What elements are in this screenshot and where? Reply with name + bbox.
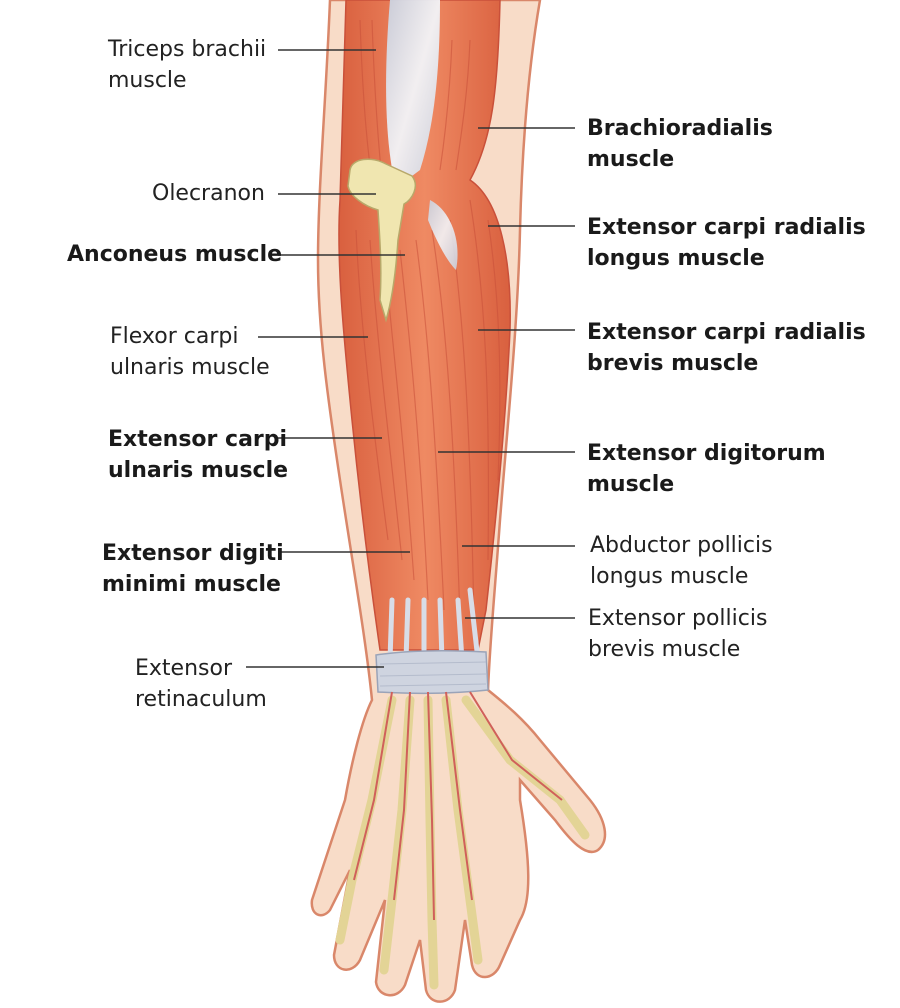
label-line: muscle: [587, 147, 675, 172]
label-extensor-pollicis-brevis: Extensor pollicis brevis muscle: [588, 603, 767, 665]
label-extensor-carpi-radialis-brevis: Extensor carpi radialis brevis muscle: [587, 317, 866, 379]
label-line: Olecranon: [152, 181, 265, 206]
label-line: ulnaris muscle: [108, 458, 289, 483]
label-line: brevis muscle: [587, 351, 759, 376]
label-abductor-pollicis-longus: Abductor pollicis longus muscle: [590, 530, 773, 592]
label-extensor-digitorum: Extensor digitorum muscle: [587, 438, 826, 500]
label-line: Extensor carpi radialis: [587, 320, 866, 345]
label-extensor-retinaculum: Extensor retinaculum: [135, 653, 267, 715]
label-line: Extensor pollicis: [588, 606, 768, 631]
label-brachioradialis: Brachioradialis muscle: [587, 113, 773, 175]
label-line: Flexor carpi: [110, 324, 239, 349]
label-olecranon: Olecranon: [152, 178, 265, 209]
label-triceps-brachii: Triceps brachii muscle: [108, 34, 266, 96]
extensor-retinaculum-band: [375, 650, 489, 695]
label-line: Triceps brachii: [108, 37, 267, 62]
label-extensor-digiti-minimi: Extensor digiti minimi muscle: [102, 538, 284, 600]
label-anconeus: Anconeus muscle: [67, 239, 282, 270]
label-line: ulnaris muscle: [110, 355, 270, 380]
label-line: Extensor digitorum: [587, 441, 826, 466]
triceps-tendon: [386, 0, 440, 188]
label-flexor-carpi-ulnaris: Flexor carpi ulnaris muscle: [110, 321, 270, 383]
label-line: Anconeus muscle: [67, 242, 283, 267]
label-extensor-carpi-radialis-longus: Extensor carpi radialis longus muscle: [587, 212, 866, 274]
olecranon-bone: [347, 158, 416, 323]
label-line: Extensor digiti: [102, 541, 284, 566]
label-line: longus muscle: [590, 564, 749, 589]
hand-bones: [335, 695, 590, 990]
label-line: Extensor carpi: [108, 427, 288, 452]
label-line: retinaculum: [135, 687, 267, 712]
common-extensor-tendon: [428, 200, 458, 270]
label-line: Extensor: [135, 656, 232, 681]
finger-tendons: [353, 691, 563, 921]
label-line: muscle: [108, 68, 187, 93]
label-line: Abductor pollicis: [590, 533, 773, 558]
label-line: minimi muscle: [102, 572, 281, 597]
label-line: Extensor carpi radialis: [587, 215, 866, 240]
label-extensor-carpi-ulnaris: Extensor carpi ulnaris muscle: [108, 424, 288, 486]
label-line: brevis muscle: [588, 637, 741, 662]
label-line: longus muscle: [587, 246, 765, 271]
label-line: Brachioradialis: [587, 116, 773, 141]
label-line: muscle: [587, 472, 675, 497]
